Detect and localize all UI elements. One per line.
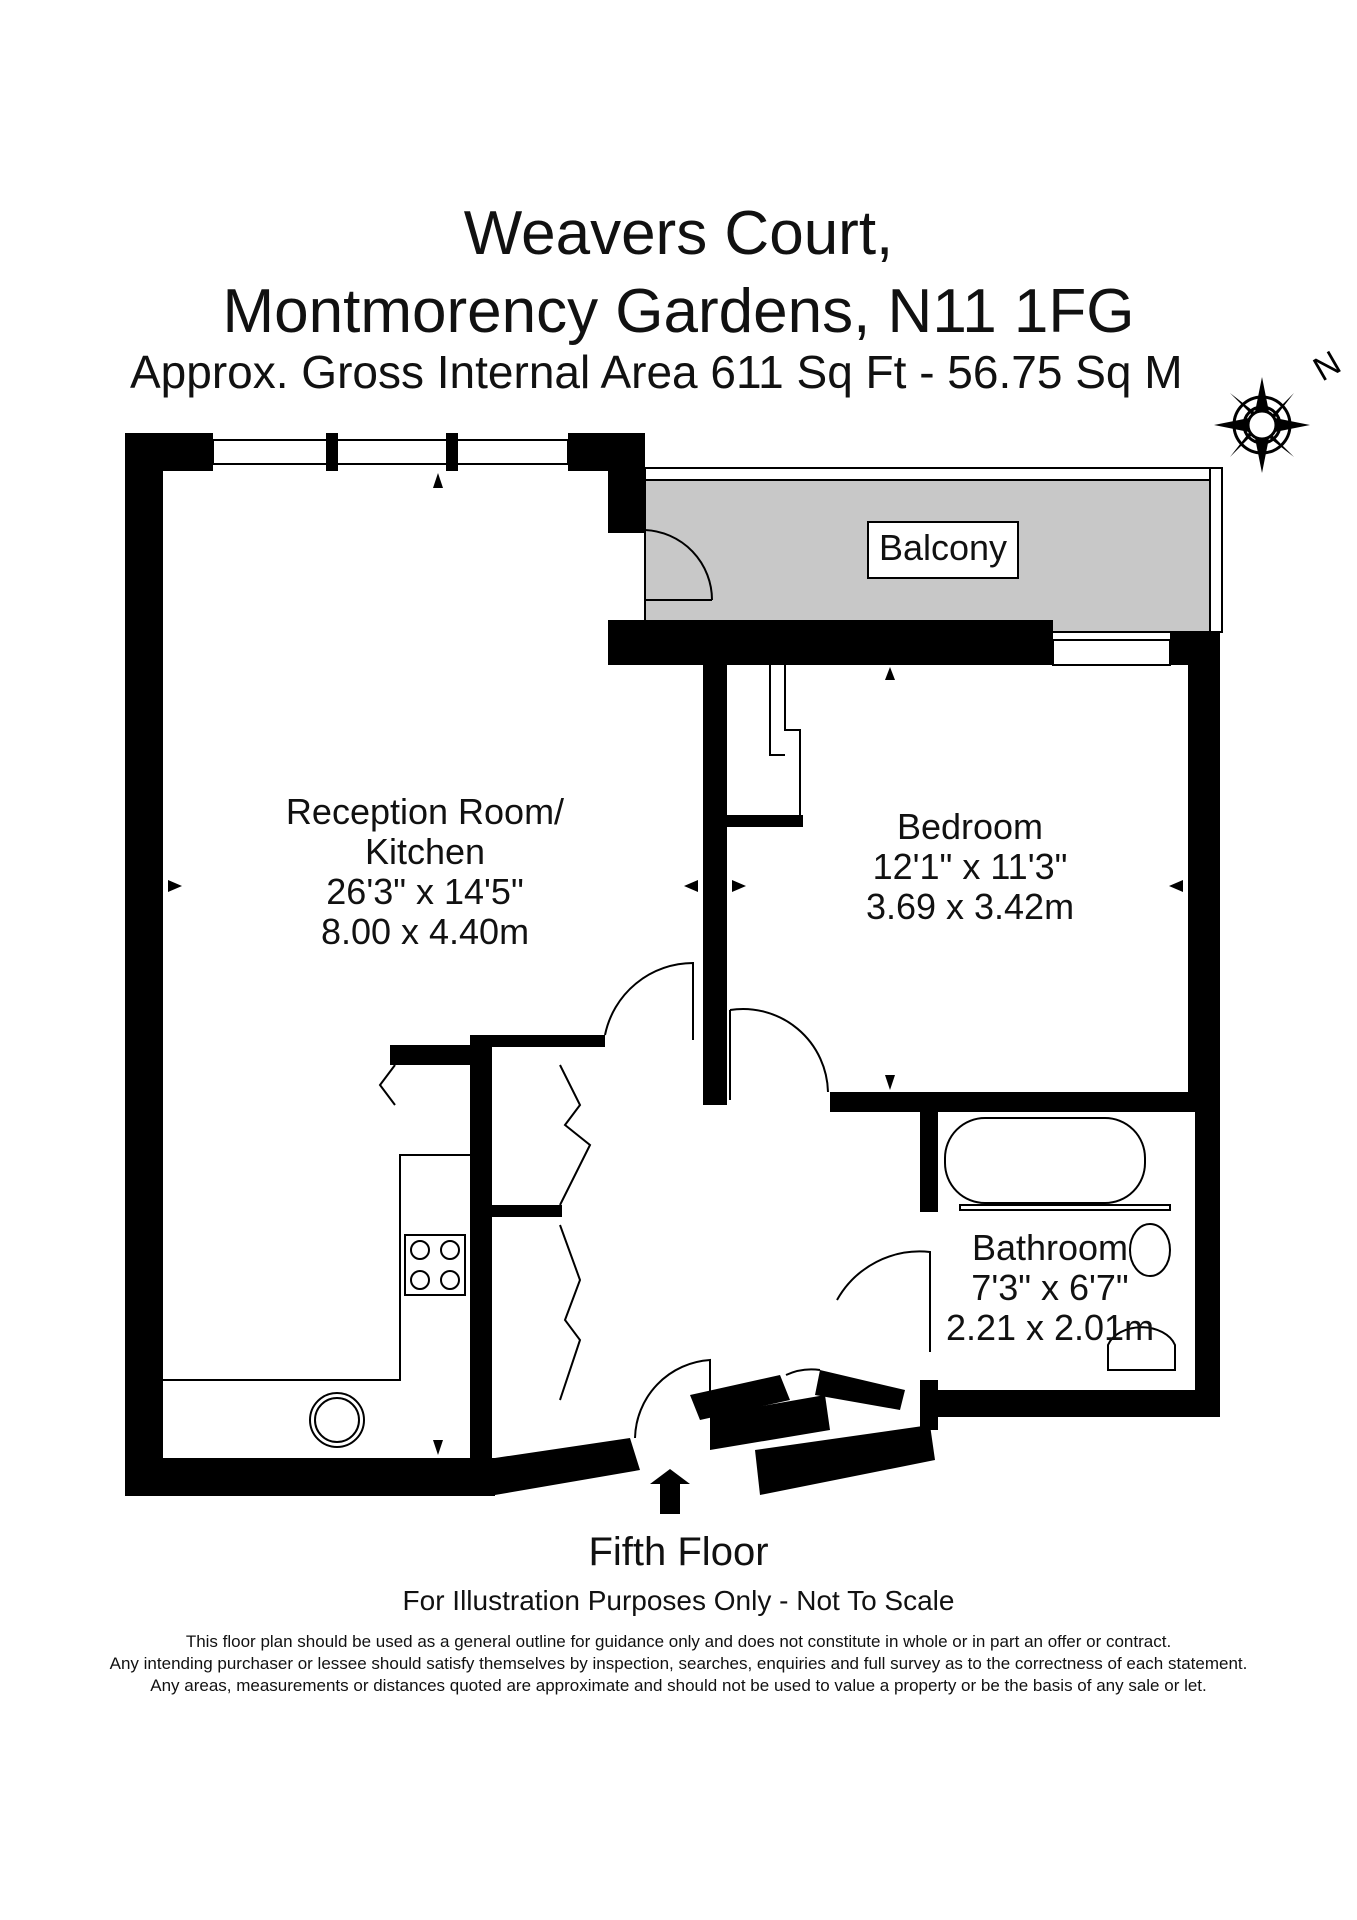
compass-rose-icon <box>1214 377 1310 473</box>
bedroom-name: Bedroom <box>896 806 1044 847</box>
scale-note: For Illustration Purposes Only - Not To … <box>402 1585 955 1616</box>
property-title-line1: Weavers Court, <box>463 199 894 268</box>
bathroom-fittings <box>944 1117 1176 1371</box>
floor-label: Fifth Floor <box>588 1530 769 1574</box>
reception-room-label: Reception Room/ Kitchen 26'3" x 14'5" 8.… <box>235 792 615 952</box>
reception-name-line2: Kitchen <box>364 831 486 872</box>
bathroom-metric: 2.21 x 2.01m <box>945 1307 1155 1348</box>
reception-metric: 8.00 x 4.40m <box>320 911 530 952</box>
bathroom-imperial: 7'3" x 6'7" <box>971 1267 1129 1308</box>
bathroom-label: Bathroom 7'3" x 6'7" 2.21 x 2.01m <box>935 1228 1165 1348</box>
property-title-line2: Montmorency Gardens, N11 1FG <box>222 277 1135 346</box>
disclaimer-line3: Any areas, measurements or distances quo… <box>150 1676 1207 1695</box>
disclaimer-line1: This floor plan should be used as a gene… <box>185 1632 1172 1651</box>
disclaimer-line2: Any intending purchaser or lessee should… <box>109 1654 1248 1673</box>
dimension-markers <box>168 473 1183 1514</box>
bathroom-name: Bathroom <box>971 1227 1129 1268</box>
balcony-area <box>644 467 1223 633</box>
bedroom-label: Bedroom 12'1" x 11'3" 3.69 x 3.42m <box>830 807 1110 927</box>
bedroom-imperial: 12'1" x 11'3" <box>872 846 1068 887</box>
balcony-label: Balcony <box>878 527 1008 568</box>
reception-imperial: 26'3" x 14'5" <box>326 871 524 912</box>
walls <box>125 433 1220 1496</box>
gross-internal-area: Approx. Gross Internal Area 611 Sq Ft - … <box>130 346 1183 398</box>
bedroom-metric: 3.69 x 3.42m <box>865 886 1075 927</box>
north-label: N <box>1307 344 1347 389</box>
reception-name-line1: Reception Room/ <box>285 791 565 832</box>
kitchen-fittings <box>163 1064 592 1448</box>
doors <box>604 665 931 1439</box>
